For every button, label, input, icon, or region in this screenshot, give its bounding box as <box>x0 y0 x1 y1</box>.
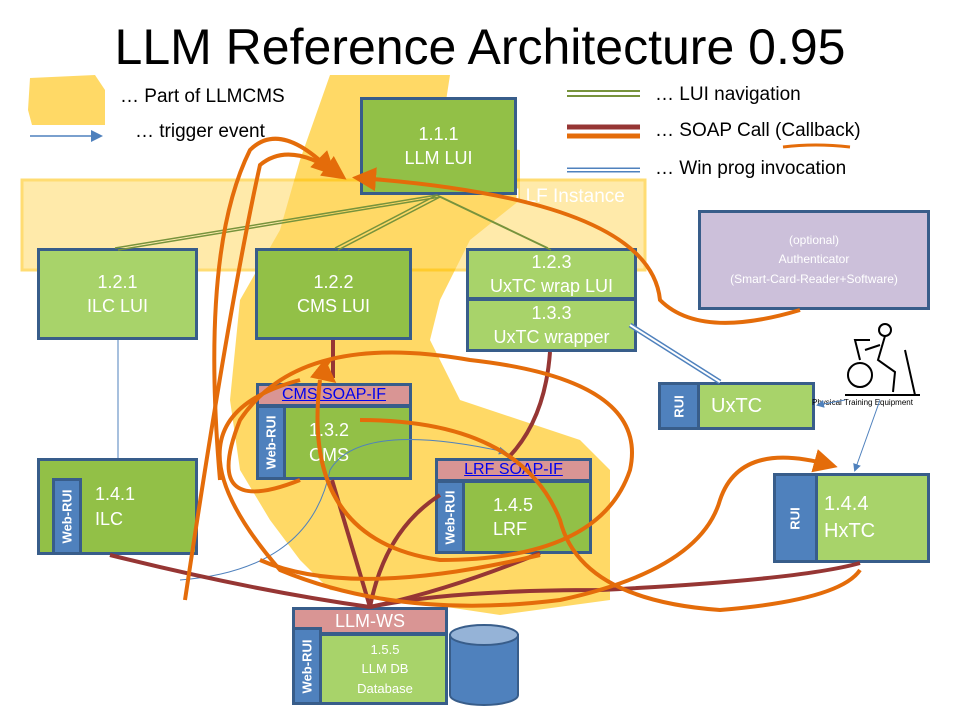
box-line: (Smart-Card-Reader+Software) <box>730 271 898 286</box>
box-line: (optional) <box>788 233 840 248</box>
authenticator-box[interactable]: (optional) Authenticator (Smart-Card-Reade… <box>698 210 930 310</box>
box-id: 1.5.5 <box>370 641 400 657</box>
ilc-web-rui-strip: Web-RUI <box>52 478 82 555</box>
box-name: UxTC wrapper <box>493 327 610 347</box>
box-name: LLM LUI <box>404 148 473 168</box>
box-name: CMS <box>309 444 349 465</box>
box-id: 1.3.2 <box>309 420 350 441</box>
equipment-label: Physical Training Equipment <box>812 398 913 407</box>
box-id: 1.2.3 <box>531 251 572 272</box>
llm-db-web-rui-strip: Web-RUI <box>292 627 322 705</box>
lrf-soap-if[interactable]: LRF SOAP-IF <box>435 458 592 482</box>
box-id: 1.4.4 <box>824 493 869 515</box>
legend-soap-text: … SOAP Call ( <box>655 120 782 141</box>
box-name: ILC LUI <box>86 296 149 316</box>
cms-web-rui-strip: Web-RUI <box>256 405 286 480</box>
hxtc-rui-strip: RUI <box>773 473 818 563</box>
box-name: LRF <box>493 519 528 539</box>
legend-lui-navigation: … LUI navigation <box>655 84 801 105</box>
box-sub: Database <box>357 680 413 696</box>
box-id: 1.4.5 <box>493 494 534 515</box>
llmcms-legend-swatch <box>28 75 105 125</box>
box-line: Authenticator <box>778 252 850 267</box>
legend-win-prog: … Win prog invocation <box>655 158 847 179</box>
legend-callback: Callback <box>781 120 855 141</box>
box-id: 1.4.1 <box>95 484 136 505</box>
box-name: HxTC <box>824 520 876 542</box>
box-name: ILC <box>95 508 124 529</box>
legend-trigger: … trigger event <box>135 121 265 142</box>
box-id: 1.3.3 <box>531 302 572 323</box>
box-id: 1.1.1 <box>418 123 459 144</box>
box-name: LLM DB <box>361 661 409 677</box>
box-id: 1.2.2 <box>313 271 354 292</box>
legend-soap: … SOAP Call (Callback) <box>655 120 861 142</box>
llf-instance-label: LLF Instance <box>515 186 625 207</box>
legend-soap-end: ) <box>854 120 861 141</box>
page-title: LLM Reference Architecture 0.95 <box>114 19 846 75</box>
cms-soap-if[interactable]: CMS SOAP-IF <box>256 383 412 407</box>
lrf-web-rui-strip: Web-RUI <box>435 480 465 554</box>
box-name: CMS LUI <box>296 296 370 316</box>
box-name: UxTC <box>711 394 763 417</box>
box-name: UxTC wrap LUI <box>489 276 614 296</box>
box-id: 1.2.1 <box>97 271 138 292</box>
legend-llmcms: … Part of LLMCMS <box>120 86 285 107</box>
uxtc-rui-strip: RUI <box>658 382 700 430</box>
